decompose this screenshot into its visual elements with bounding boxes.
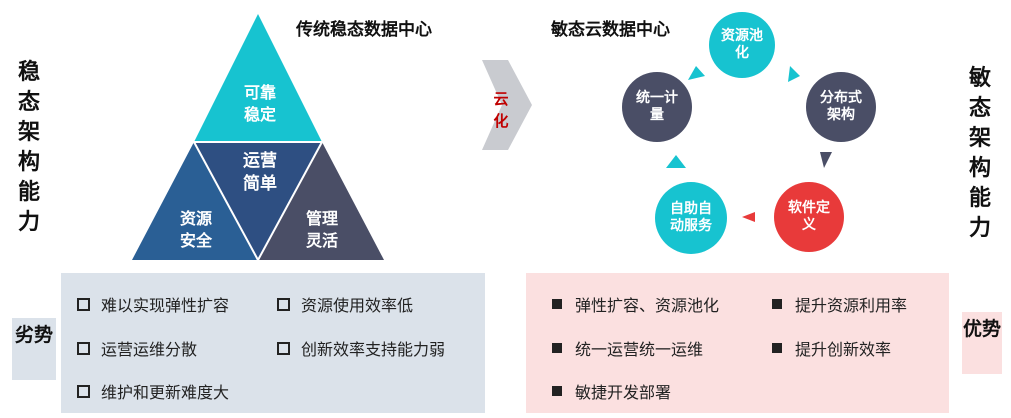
cycle-node-self-service: 自助自动服务: [655, 182, 727, 254]
pyramid-label-simple-ops: 运营简单: [243, 151, 277, 194]
pyramid-right-segment: [258, 142, 384, 260]
solid-square-bullet-icon: [552, 343, 562, 353]
solid-square-bullet-icon: [552, 299, 562, 309]
pyramid-center-segment: [194, 142, 322, 260]
hollow-square-bullet-icon: [77, 297, 90, 311]
agile-cloud-datacenter-title: 敏态云数据中心: [551, 20, 670, 40]
solid-square-bullet-icon: [772, 343, 782, 353]
pyramid-label-resource-security: 资源安全: [179, 209, 212, 250]
advantage-item: 弹性扩容、资源池化: [552, 292, 719, 316]
disadvantage-item: 资源使用效率低: [277, 292, 413, 316]
arrow-self-service-to-metering-icon: [666, 155, 686, 168]
left-vertical-title: 稳态架构能力: [17, 60, 40, 235]
arrow-software-to-self-service-icon: [742, 212, 755, 222]
advantages-panel: [526, 273, 949, 413]
advantage-tag-bg: [962, 312, 1002, 374]
arrow-metering-to-pool-icon: [688, 66, 705, 80]
cycle-node-distributed: 分布式架构: [806, 72, 876, 142]
traditional-datacenter-title: 传统稳态数据中心: [296, 20, 432, 40]
advantage-item: 敏捷开发部署: [552, 379, 671, 403]
cloudify-arrow-icon: [482, 60, 532, 150]
stability-pyramid: [132, 14, 384, 261]
cycle-node-software-defined: 软件定义: [774, 182, 844, 252]
arrow-pool-to-distributed-icon: [788, 66, 800, 82]
pyramid-label-flexible-mgmt: 管理灵活: [305, 209, 338, 250]
pyramid-label-reliable: 可靠稳定: [243, 83, 276, 124]
right-vertical-title: 敏态架构能力: [968, 66, 991, 241]
advantage-item: 提升创新效率: [772, 336, 891, 360]
hollow-square-bullet-icon: [77, 341, 90, 355]
cycle-node-resource-pool: 资源池化: [709, 12, 775, 78]
advantage-item: 统一运营统一运维: [552, 336, 703, 360]
cycle-arrows: [666, 66, 832, 222]
disadvantage-item: 难以实现弹性扩容: [77, 292, 229, 316]
disadvantage-tag-bg: [12, 318, 56, 380]
advantage-item: 提升资源利用率: [772, 292, 907, 316]
disadvantage-item: 运营运维分散: [77, 336, 197, 360]
cloudify-label: 云化: [493, 90, 509, 130]
disadvantage-tag: 劣势: [14, 324, 53, 346]
disadvantage-item: 创新效率支持能力弱: [277, 336, 445, 360]
cycle-node-unified-metering: 统一计量: [622, 72, 692, 142]
pyramid-left-segment: [132, 142, 258, 260]
hollow-square-bullet-icon: [77, 384, 90, 398]
disadvantage-item: 维护和更新难度大: [77, 379, 229, 403]
hollow-square-bullet-icon: [277, 297, 290, 311]
disadvantages-panel: [61, 273, 485, 413]
advantage-tag: 优势: [962, 318, 1001, 340]
solid-square-bullet-icon: [552, 386, 562, 396]
solid-square-bullet-icon: [772, 299, 782, 309]
hollow-square-bullet-icon: [277, 341, 290, 355]
pyramid-top-segment: [194, 14, 322, 142]
arrow-distributed-to-software-icon: [820, 152, 832, 168]
